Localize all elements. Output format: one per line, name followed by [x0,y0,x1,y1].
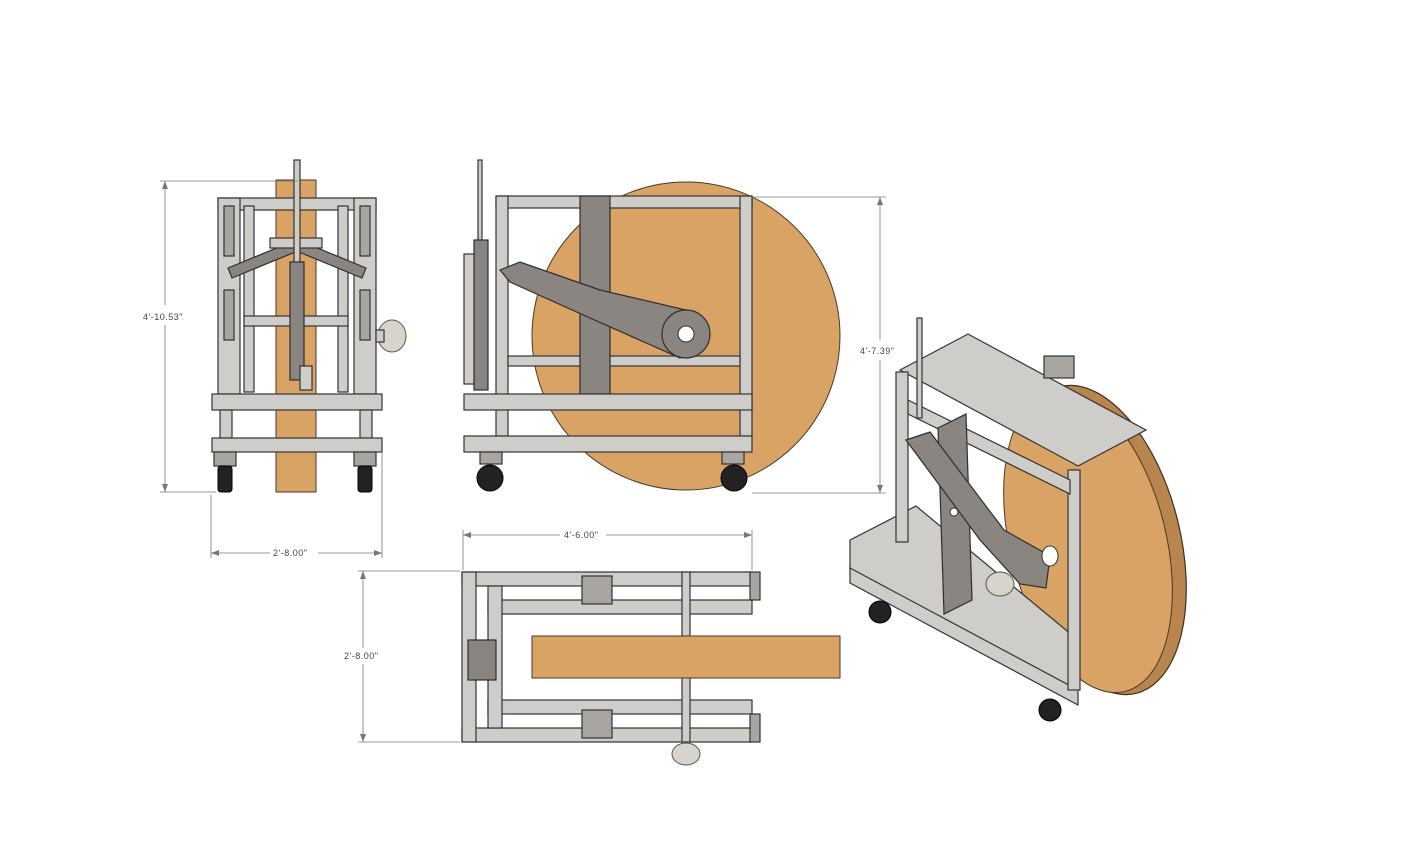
iso-top-frame [898,333,1148,467]
iso-rear-block [1043,355,1075,379]
front-left-slot [223,205,235,257]
front-width-dimension: 2'-8.00" [210,452,383,558]
front-base-rail [211,437,383,453]
top-handle-knob [671,742,701,766]
side-mid-rail [507,355,741,367]
front-view [211,159,407,493]
top-depth-dimension: 2'-8.00" [344,570,460,743]
top-length-dimension: 4'-6.00" [462,530,753,570]
iso-jack-rod [916,317,923,419]
top-beam-block-front [581,575,613,605]
front-left-slot-lower [223,289,235,341]
top-view [461,571,841,766]
front-right-slot-lower [359,289,371,341]
iso-left-post [895,371,909,543]
side-crank-hole [677,325,695,343]
front-platform [211,393,383,411]
front-jack-base [299,365,313,391]
front-right-slot [359,205,371,257]
side-jack-guide [463,253,475,385]
side-height-dimension: 4'-7.39" [752,196,894,494]
front-inner-upright-right [337,205,349,393]
front-width-label: 2'-8.00" [273,548,307,558]
iso-beam-hole [949,507,959,517]
front-caster-wheel-left [217,465,233,493]
iso-crank-hole [1041,545,1059,567]
front-caster-wheel-right [357,465,373,493]
iso-base-rail [849,566,1079,707]
side-caster-mount-right [721,451,745,465]
side-caster-mount-left [479,451,503,465]
isometric-view [849,317,1187,722]
front-leg-left [219,409,233,439]
top-caster-front-right [749,571,761,601]
top-jack-assembly [467,639,497,681]
side-jack-body [473,239,489,391]
top-inner-rail-back [487,699,753,715]
iso-caster-front-right [1038,698,1062,722]
front-caster-mount-right [353,451,377,467]
iso-right-post [1067,469,1081,691]
iso-caster-front-left [868,600,892,624]
side-base-rail [463,435,753,453]
top-wood-board [531,635,841,679]
front-height-label: 4'-10.53" [143,312,183,322]
front-caster-mount-left [213,451,237,467]
front-height-dimension: 4'-10.53" [143,180,298,493]
front-knob-stem [375,329,385,343]
side-height-label: 4'-7.39" [860,346,894,356]
side-jack-rod [477,159,483,251]
top-depth-label: 2'-8.00" [344,651,378,661]
iso-handle-knob [985,571,1015,597]
iso-crank-arm [905,431,1051,589]
side-caster-wheel-right [720,464,748,492]
front-jack-cylinder [289,261,305,381]
top-inner-rail-front [487,599,753,615]
side-platform [463,393,753,411]
front-leg-right [359,409,373,439]
side-view [463,159,841,492]
front-inner-upright-left [243,205,255,393]
side-top-rail [495,195,753,209]
top-beam-block-back [581,709,613,739]
top-length-label: 4'-6.00" [564,530,598,540]
top-caster-back-right [749,713,761,743]
side-caster-wheel-left [476,464,504,492]
